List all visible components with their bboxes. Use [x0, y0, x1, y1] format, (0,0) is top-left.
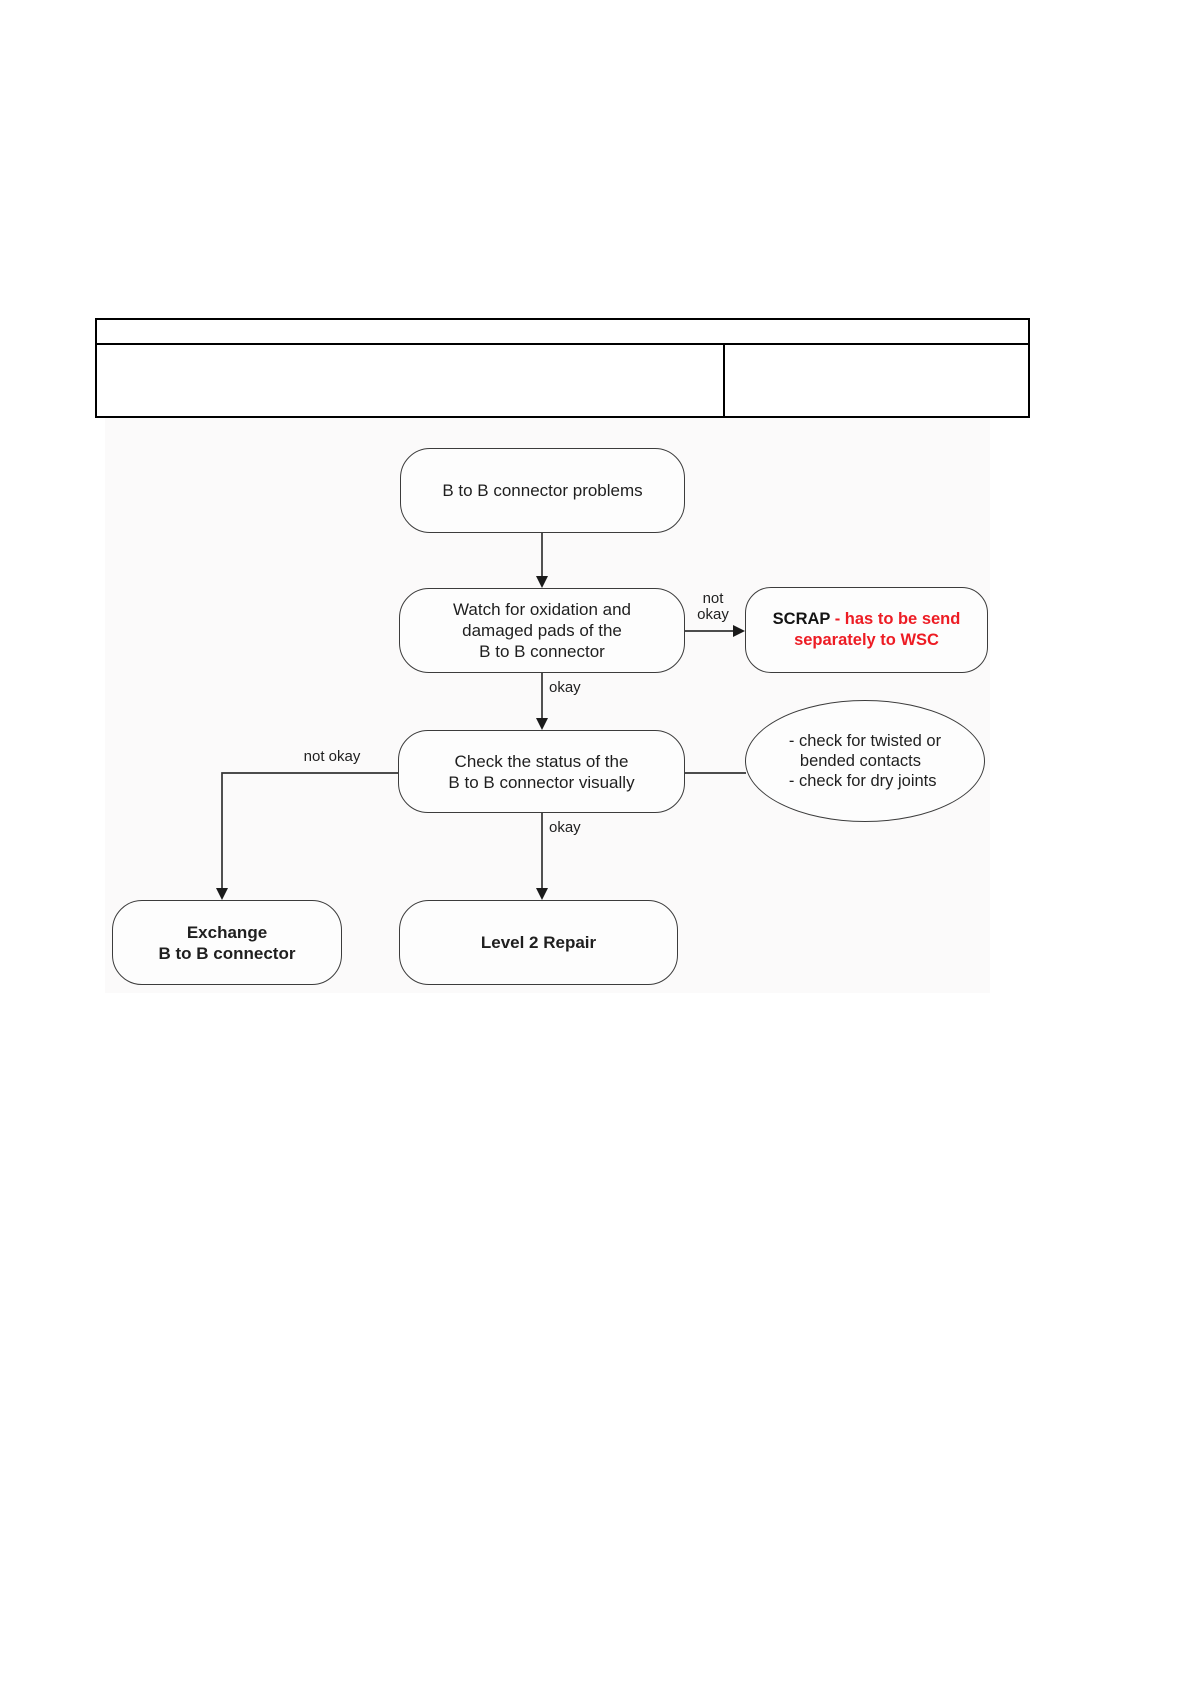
- node-line: Check the status of the: [454, 751, 629, 771]
- arrowhead-down-icon: [216, 888, 228, 900]
- header-table-title-row: [97, 320, 1028, 345]
- notes-line: - check for twisted or: [788, 732, 942, 750]
- arrowhead-down-icon: [536, 576, 548, 588]
- node-line: damaged pads of the: [462, 621, 622, 640]
- arrow-check-to-exchange: [221, 772, 398, 894]
- node-scrap: SCRAP - has to be send separately to WSC: [745, 587, 988, 673]
- node-line: B to B connector visually: [448, 772, 635, 792]
- scrap-keyword: SCRAP: [772, 610, 831, 628]
- node-line: Watch for oxidation and: [453, 600, 631, 619]
- arrowhead-down-icon: [536, 718, 548, 730]
- node-watch-for-oxidation: Watch for oxidation and damaged pads of …: [399, 588, 685, 673]
- node-b-to-b-connector-problems: B to B connector problems: [400, 448, 685, 533]
- node-label: B to B connector problems: [442, 481, 643, 500]
- edge-label-not-okay-left: not okay: [303, 748, 361, 765]
- edge-label-line: not: [702, 590, 724, 607]
- edge-label-not-okay-top: not okay: [687, 591, 739, 623]
- flowchart: B to B connector problems Watch for oxid…: [105, 418, 990, 993]
- scrap-line2: separately to WSC: [794, 631, 939, 649]
- header-table-right-cell: [725, 345, 1028, 416]
- node-line: Exchange: [186, 922, 268, 942]
- node-line: B to B connector: [158, 943, 296, 963]
- node-exchange-connector: Exchange B to B connector: [112, 900, 342, 985]
- edge-label-okay-mid: okay: [549, 679, 581, 696]
- edge-label-line: okay: [697, 606, 729, 623]
- header-table: [95, 318, 1030, 418]
- notes-line: - check for dry joints: [788, 772, 937, 790]
- node-check-status-visually: Check the status of the B to B connector…: [398, 730, 685, 813]
- notes-line: bended contacts: [799, 752, 921, 770]
- scrap-rest: - has to be send: [830, 610, 961, 628]
- node-label: Level 2 Repair: [480, 933, 597, 952]
- header-table-body-row: [97, 345, 1028, 416]
- node-visual-check-notes: - check for twisted or bended contacts -…: [745, 700, 985, 822]
- notes-text: - check for twisted or bended contacts -…: [789, 731, 941, 791]
- arrowhead-down-icon: [536, 888, 548, 900]
- header-table-left-cell: [97, 345, 725, 416]
- arrowhead-right-icon: [733, 625, 745, 637]
- node-line: B to B connector: [479, 642, 605, 661]
- node-level-2-repair: Level 2 Repair: [399, 900, 678, 985]
- edge-label-okay-bottom: okay: [549, 819, 581, 836]
- scrap-line1: SCRAP - has to be send: [773, 609, 961, 630]
